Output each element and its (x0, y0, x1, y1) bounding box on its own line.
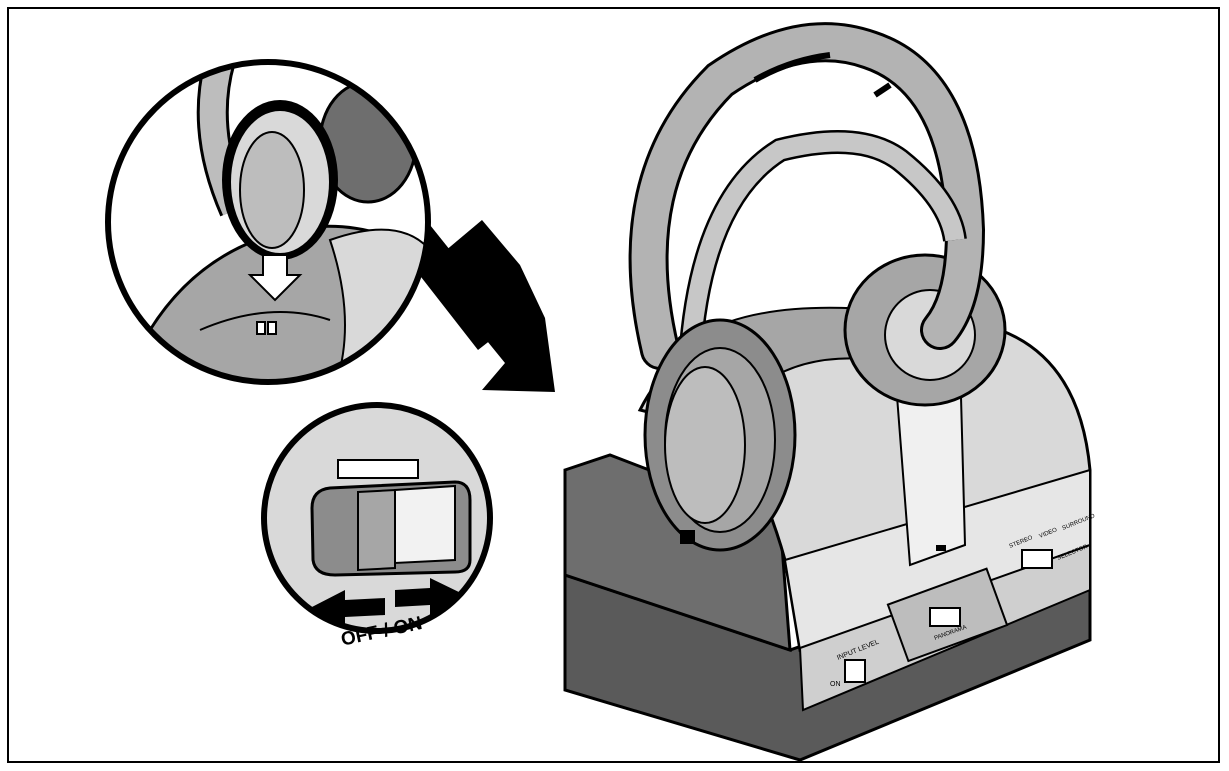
selector-switch[interactable] (1021, 549, 1053, 569)
switch-detail-inset: OFF / ON (261, 402, 493, 651)
earcup-detail-inset (105, 59, 431, 385)
base-station: INPUT LEVEL ON PANORAMA SELECTOR STEREO … (563, 306, 1097, 762)
on-arrow-icon (395, 578, 465, 615)
down-arrow-icon (247, 254, 303, 302)
panorama-switch[interactable] (929, 607, 961, 627)
input-level-switch[interactable] (844, 659, 866, 683)
headphones (628, 22, 1007, 552)
on-label: ON (830, 681, 841, 688)
